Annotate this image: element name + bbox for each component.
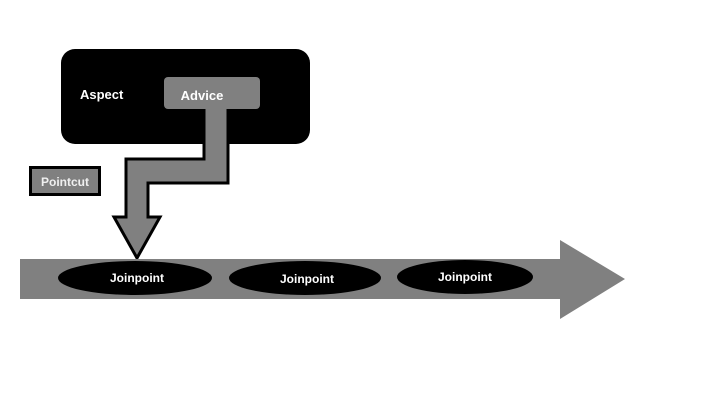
advice-to-joinpoint-arrow — [111, 101, 230, 262]
joinpoint-2-label: Joinpoint — [280, 272, 334, 286]
joinpoint-1-label: Joinpoint — [110, 271, 164, 285]
joinpoint-3 — [397, 260, 533, 294]
pointcut-label: Pointcut — [41, 175, 89, 189]
joinpoint-1 — [58, 261, 212, 295]
advice-label: Advice — [181, 88, 224, 103]
joinpoint-2 — [229, 261, 381, 295]
joinpoint-3-label: Joinpoint — [438, 270, 492, 284]
pointcut-box — [29, 166, 101, 196]
advice-box — [164, 77, 260, 109]
aspect-label: Aspect — [80, 87, 124, 102]
